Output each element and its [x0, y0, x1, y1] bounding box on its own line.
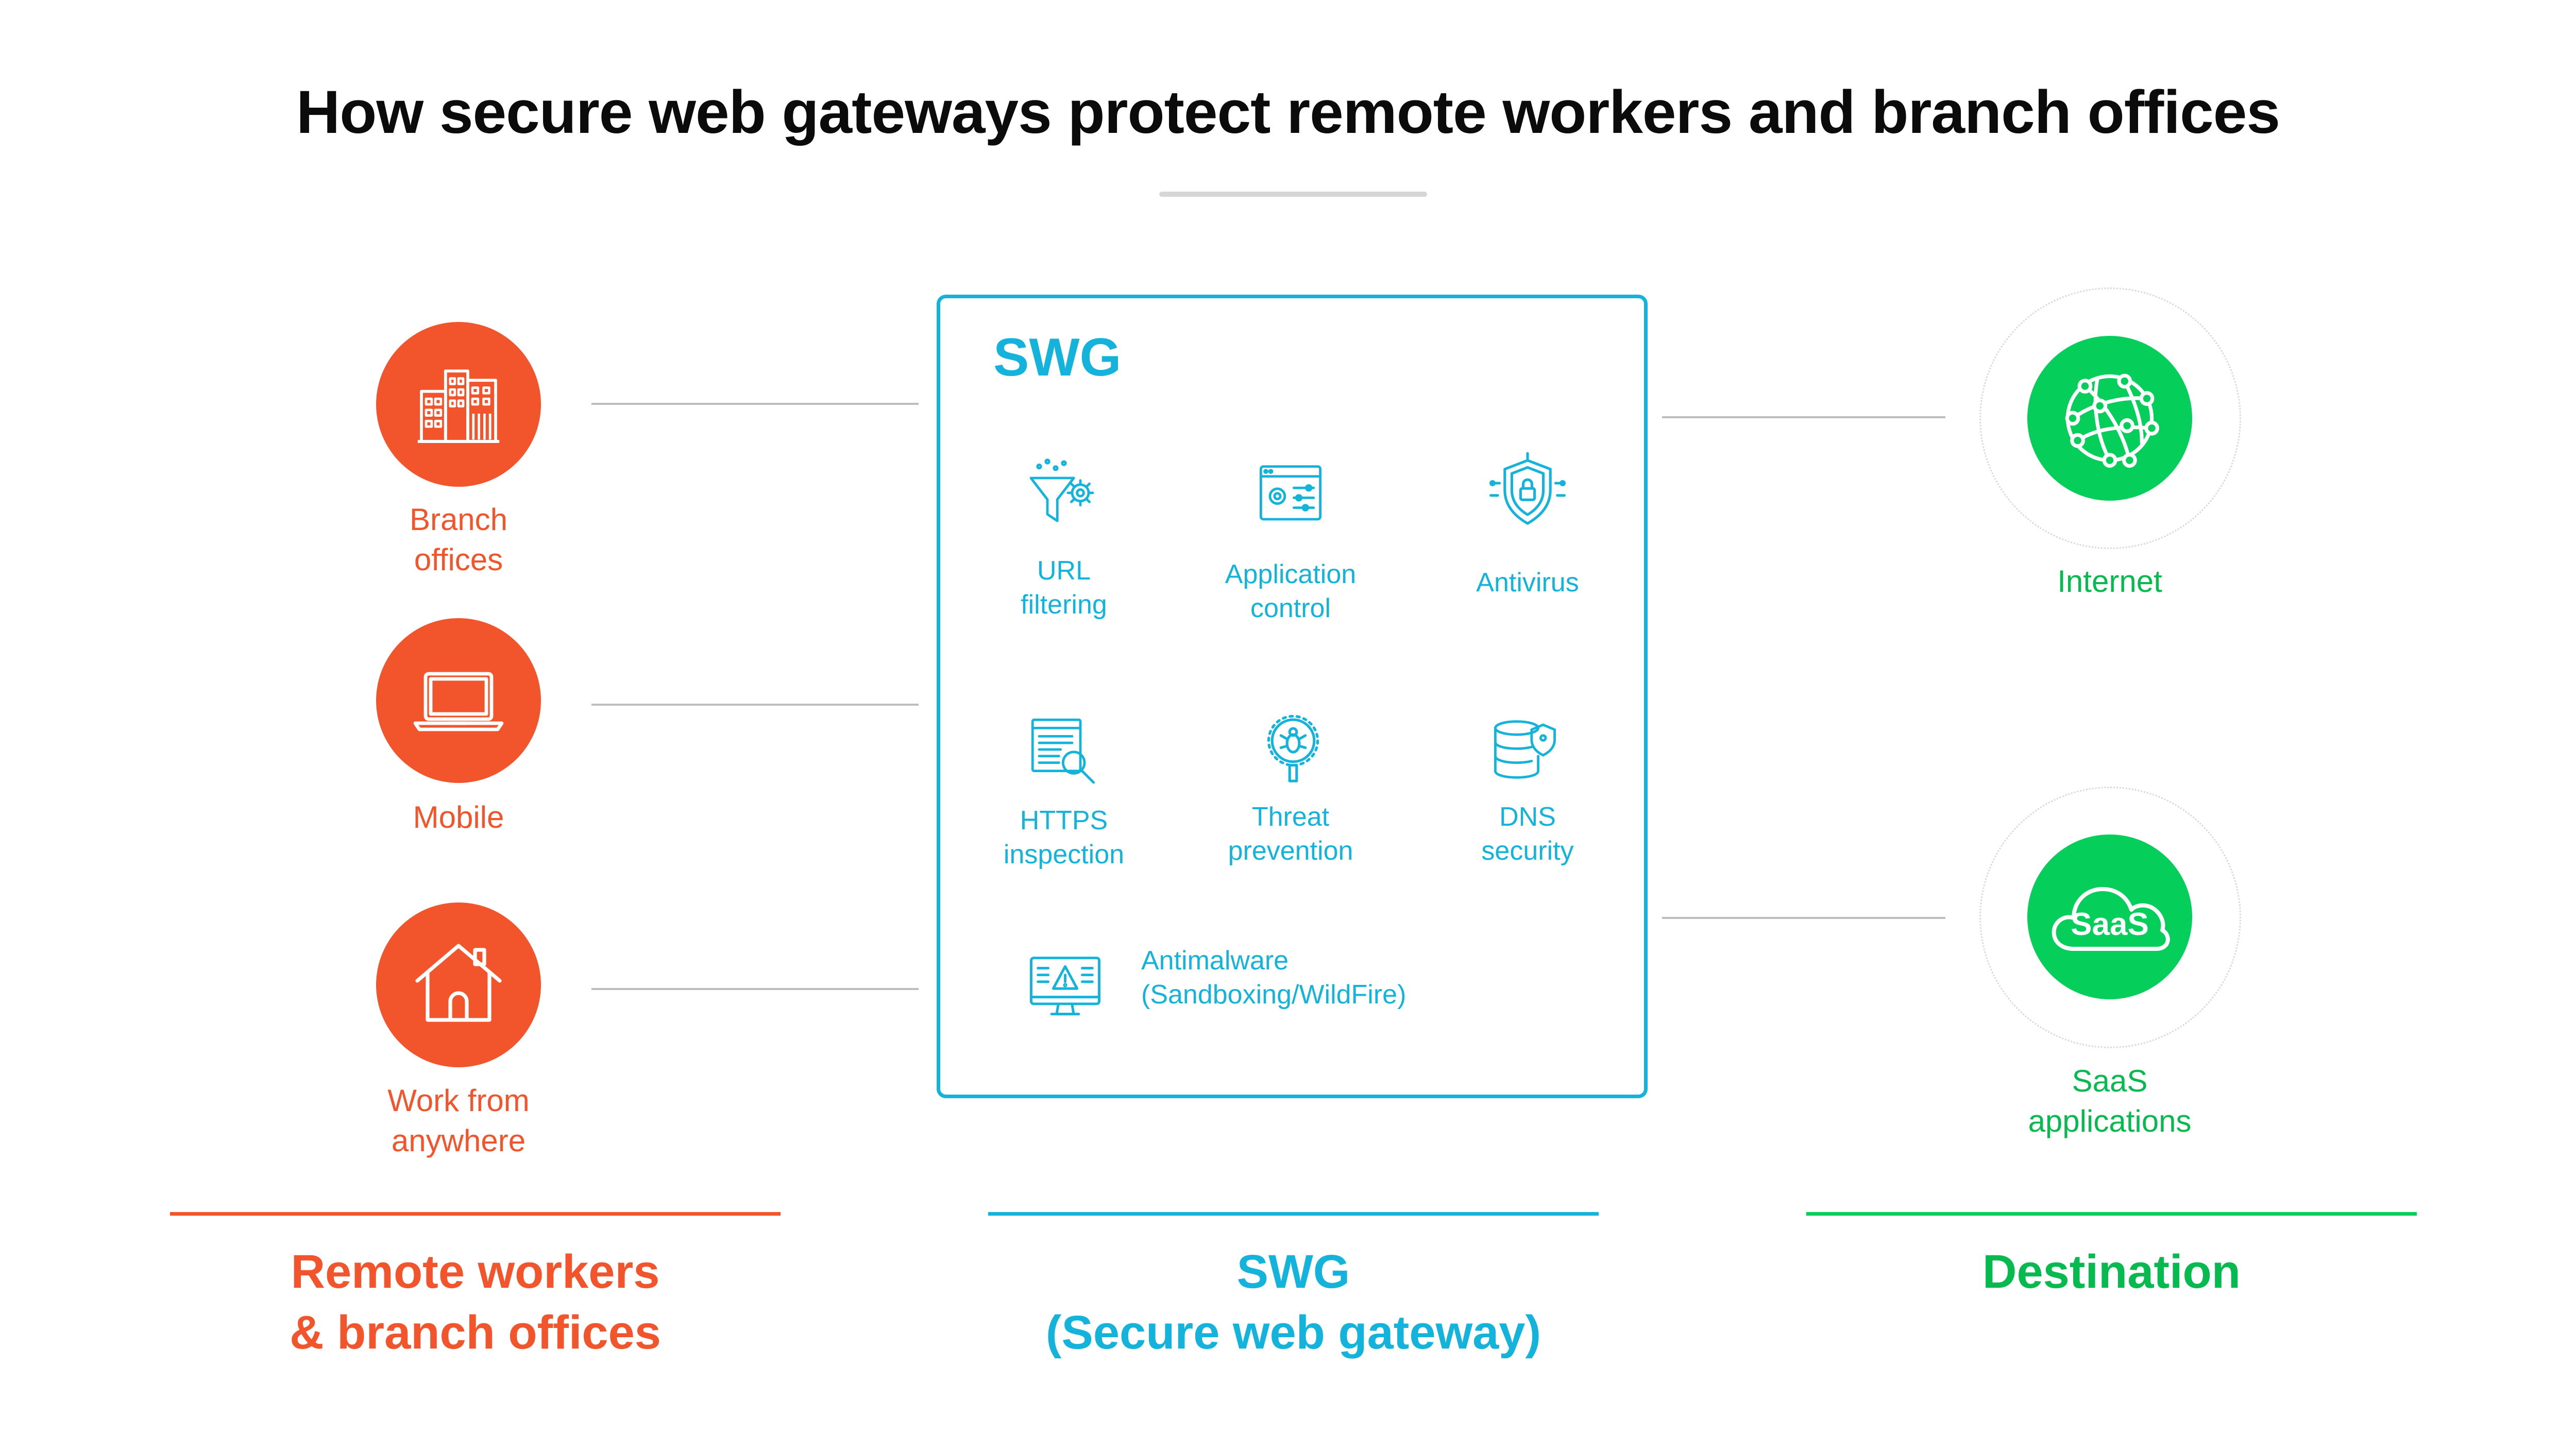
connector-mobile	[591, 704, 919, 706]
shield-lock-icon	[1489, 452, 1566, 525]
column-rule-swg	[988, 1212, 1599, 1216]
internet-circle	[2027, 336, 2192, 501]
mobile-label: Mobile	[413, 800, 504, 834]
mobile-circle	[376, 618, 541, 783]
funnel-gear-icon	[1029, 458, 1094, 522]
globe-network-icon	[2065, 373, 2159, 468]
work-from-anywhere-circle	[376, 902, 541, 1067]
feature-antimalware: Antimalware (Sandboxing/WildFire)	[1141, 946, 1406, 1010]
laptop-icon	[413, 672, 504, 731]
saas-halo	[1979, 787, 2241, 1048]
title-divider	[1159, 192, 1427, 197]
saas-cloud-text: SaaS	[2071, 907, 2149, 942]
database-shield-icon	[1494, 720, 1556, 779]
document-magnifier-icon	[1031, 719, 1095, 784]
saas-cloud-icon: SaaS	[2043, 871, 2177, 963]
internet-label: Internet	[2057, 564, 2162, 599]
house-icon	[415, 944, 502, 1022]
saas-applications-label: SaaS applications	[2028, 1064, 2192, 1138]
column-heading-remote: Remote workers & branch offices	[290, 1246, 661, 1359]
page-title: How secure web gateways protect remote w…	[296, 78, 2280, 146]
connector-anywhere	[591, 988, 919, 990]
connector-internet	[1662, 416, 1945, 418]
column-heading-destination: Destination	[1982, 1246, 2241, 1298]
swg-box	[937, 295, 1648, 1098]
work-from-anywhere-label: Work from anywhere	[387, 1083, 530, 1158]
feature-application-control: Application control	[1225, 559, 1357, 623]
connector-saas	[1662, 917, 1945, 919]
feature-threat-prevention: Threat prevention	[1228, 802, 1353, 866]
swg-box-heading: SWG	[993, 328, 1122, 387]
feature-url-filtering: URL filtering	[1021, 556, 1107, 620]
office-building-icon	[417, 369, 500, 443]
connector-branch	[591, 403, 919, 405]
column-heading-swg: SWG (Secure web gateway)	[1045, 1246, 1541, 1359]
column-rule-remote	[170, 1212, 781, 1216]
branch-offices-label: Branch offices	[409, 502, 508, 577]
feature-dns-security: DNS security	[1481, 802, 1574, 866]
branch-offices-circle	[376, 322, 541, 487]
column-rule-destination	[1806, 1212, 2417, 1216]
feature-https-inspection: HTTPS inspection	[1003, 806, 1125, 870]
monitor-warning-icon	[1030, 957, 1100, 1016]
saas-circle: SaaS	[2027, 834, 2192, 999]
feature-antivirus: Antivirus	[1476, 568, 1579, 598]
window-sliders-icon	[1260, 465, 1321, 521]
internet-halo	[1979, 287, 2241, 549]
bug-magnifier-icon	[1267, 714, 1319, 782]
